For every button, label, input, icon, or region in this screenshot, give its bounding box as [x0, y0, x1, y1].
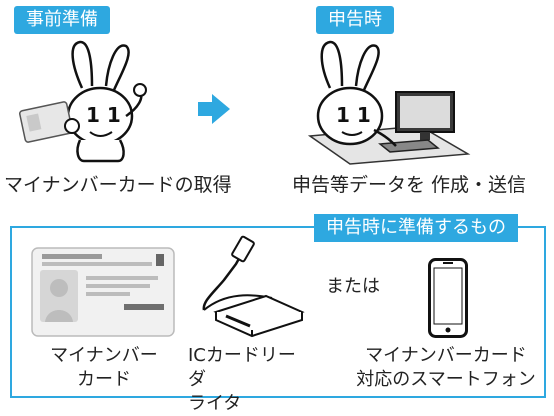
- needs-item-smartphone: マイナンバーカード 対応のスマートフォン: [354, 344, 538, 392]
- needs-item-reader-line2: ライタ: [188, 393, 242, 414]
- needs-item-reader: ICカードリーダ ライタ: [188, 344, 310, 416]
- svg-text:1 1: 1 1: [86, 103, 121, 127]
- needs-item-reader-line1: ICカードリーダ: [188, 345, 296, 390]
- needs-item-card-line2: カード: [77, 369, 131, 390]
- needs-item-card-line1: マイナンバー: [50, 345, 158, 366]
- my-number-card-icon: [31, 247, 175, 337]
- needs-item-card: マイナンバー カード: [22, 344, 186, 392]
- or-label: または: [326, 276, 380, 297]
- ic-card-reader-icon: [202, 235, 305, 338]
- step-badge-filing-time: 申告時: [316, 6, 394, 34]
- step-badge-preparation: 事前準備: [14, 6, 110, 34]
- needs-item-smartphone-line1: マイナンバーカード: [365, 345, 527, 366]
- step-caption-get-card: マイナンバーカードの取得: [4, 174, 232, 196]
- preparation-items-box: [10, 226, 546, 398]
- smartphone-icon: [428, 258, 468, 338]
- svg-text:1 1: 1 1: [336, 103, 371, 127]
- arrow-right-icon: [198, 94, 230, 124]
- preparation-items-title: 申告時に準備するもの: [314, 214, 518, 242]
- step-caption-create-send: 申告等データを 作成・送信: [292, 174, 527, 196]
- mascot-holding-card-illustration: 1 1: [19, 40, 147, 163]
- mascot-at-computer-illustration: 1 1: [307, 40, 471, 165]
- needs-item-smartphone-line2: 対応のスマートフォン: [356, 369, 536, 390]
